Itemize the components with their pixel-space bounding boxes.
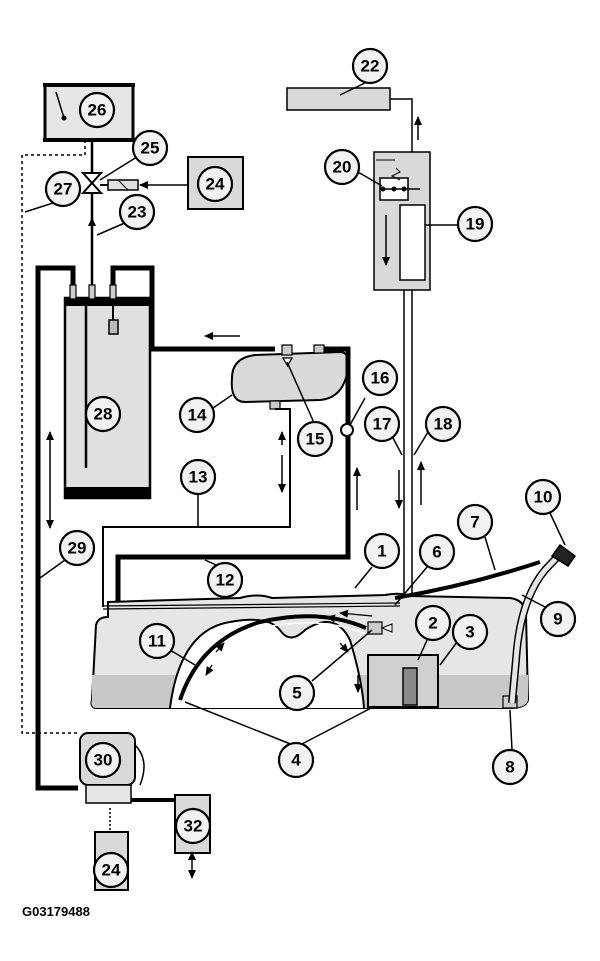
callout-10: 10 <box>524 478 562 516</box>
line-13 <box>102 408 291 607</box>
callout-26: 26 <box>78 91 116 129</box>
svg-text:13: 13 <box>189 468 208 487</box>
filler-neck-10 <box>508 543 577 704</box>
svg-text:27: 27 <box>54 180 73 199</box>
callout-3: 3 <box>451 613 489 651</box>
callout-27: 27 <box>44 170 82 208</box>
svg-text:8: 8 <box>505 758 514 777</box>
callout-5: 5 <box>278 674 316 712</box>
svg-text:19: 19 <box>466 215 485 234</box>
check-valve-16 <box>340 423 354 437</box>
callout-7: 7 <box>456 503 494 541</box>
callout-12: 12 <box>206 561 244 599</box>
callout-19: 19 <box>456 205 494 243</box>
valve-25 <box>80 172 104 194</box>
svg-text:2: 2 <box>428 614 437 633</box>
callout-20: 20 <box>323 148 361 186</box>
callout-29: 29 <box>58 529 96 567</box>
canister-28 <box>63 284 152 500</box>
separator-14 <box>230 344 350 410</box>
svg-text:30: 30 <box>94 751 113 770</box>
svg-text:22: 22 <box>361 57 380 76</box>
svg-text:28: 28 <box>94 405 113 424</box>
vent-line-7 <box>394 560 541 600</box>
svg-text:17: 17 <box>373 415 392 434</box>
svg-text:1: 1 <box>377 542 386 561</box>
figure-code: G03179488 <box>22 904 90 919</box>
svg-text:29: 29 <box>68 539 87 558</box>
svg-text:23: 23 <box>128 203 147 222</box>
svg-text:9: 9 <box>553 610 562 629</box>
svg-text:12: 12 <box>216 571 235 590</box>
callout-15: 15 <box>296 420 334 458</box>
callout-6: 6 <box>418 533 456 571</box>
callout-17: 17 <box>363 405 401 443</box>
svg-text:5: 5 <box>292 684 301 703</box>
svg-text:15: 15 <box>306 430 325 449</box>
callout-30: 30 <box>84 741 122 779</box>
line-29 <box>35 265 78 791</box>
svg-text:6: 6 <box>432 543 441 562</box>
callout-16: 16 <box>361 359 399 397</box>
svg-text:18: 18 <box>434 415 453 434</box>
svg-text:10: 10 <box>534 488 553 507</box>
svg-text:32: 32 <box>184 817 203 836</box>
svg-text:24: 24 <box>206 175 225 194</box>
svg-text:25: 25 <box>141 139 160 158</box>
dashed-line-27 <box>21 140 86 734</box>
svg-text:14: 14 <box>188 406 207 425</box>
svg-text:11: 11 <box>148 632 166 651</box>
component-22 <box>286 87 391 111</box>
callout-23: 23 <box>118 193 156 231</box>
callout-1: 1 <box>363 532 401 570</box>
callout-22: 22 <box>351 47 389 85</box>
callout-9: 9 <box>539 600 577 638</box>
callout-11: 11 <box>138 622 176 660</box>
callout-32: 32 <box>174 807 212 845</box>
callout-14: 14 <box>178 396 216 434</box>
callout-25: 25 <box>131 129 169 167</box>
svg-text:7: 7 <box>470 513 479 532</box>
callout-8: 8 <box>491 748 529 786</box>
callout-4: 4 <box>277 741 315 779</box>
svg-text:16: 16 <box>371 369 390 388</box>
module-19 <box>373 151 431 291</box>
svg-text:20: 20 <box>333 158 352 177</box>
callout-18: 18 <box>424 405 462 443</box>
svg-text:24: 24 <box>102 861 121 880</box>
callout-28: 28 <box>84 395 122 433</box>
callout-2: 2 <box>414 604 452 642</box>
callout-24-bottom: 24 <box>92 851 130 889</box>
svg-text:26: 26 <box>88 101 107 120</box>
svg-text:4: 4 <box>291 751 301 770</box>
callout-13: 13 <box>179 458 217 496</box>
callout-24-top: 24 <box>196 165 234 203</box>
svg-text:3: 3 <box>465 623 474 642</box>
